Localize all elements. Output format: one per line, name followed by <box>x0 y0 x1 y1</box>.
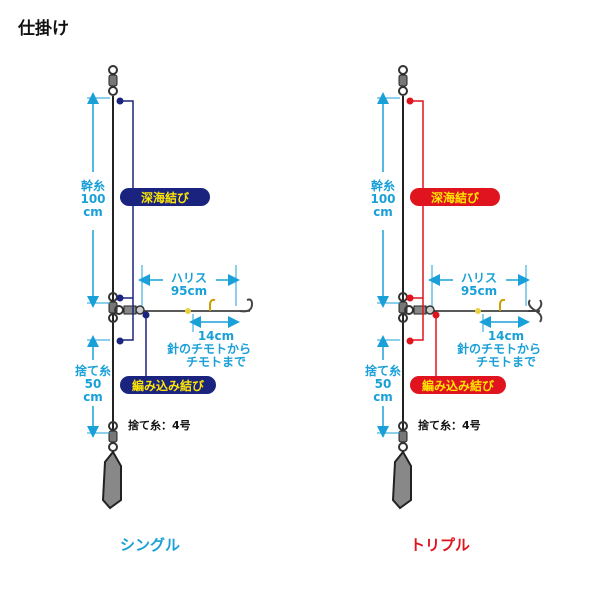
knot-bracket <box>120 100 134 341</box>
swivel-ring <box>108 442 118 452</box>
rig-caption: シングル <box>120 536 180 554</box>
swivel-barrel <box>398 430 408 443</box>
hook-spacing-label: 針のチモトから <box>457 341 541 356</box>
swivel-ring <box>398 313 408 323</box>
top-swivel-icon <box>398 65 408 96</box>
knot-branch-label: 編み込み結び <box>422 378 495 393</box>
swivel-barrel <box>398 74 408 87</box>
main-line-length-label: 幹糸 <box>371 178 395 193</box>
rig-triple: 深海結び編み込み結び幹糸100cm捨て糸50cmハリス95cm14cm針のチモト… <box>365 65 543 554</box>
swivel-ring <box>108 65 118 75</box>
branch-ring <box>135 305 145 315</box>
branch-ring <box>425 305 435 315</box>
swivel-barrel <box>108 430 118 443</box>
knot-dot <box>406 337 414 345</box>
knot-bracket <box>410 100 424 341</box>
upper-hook-icon <box>499 298 506 311</box>
rig-single: 深海結び編み込み結び幹糸100cm捨て糸50cmハリス95cm14cm針のチモト… <box>75 65 254 554</box>
hook-spacing-label: チモトまで <box>476 355 536 369</box>
rig-caption: トリプル <box>410 536 470 554</box>
snap-icon <box>101 450 122 510</box>
page-title: 仕掛け <box>18 19 69 39</box>
knot-top-badge <box>410 188 500 206</box>
bead <box>475 308 481 314</box>
knot-top-label: 深海結び <box>431 190 480 205</box>
hook-spacing-label: 14cm <box>488 329 524 343</box>
knot-dot <box>406 294 414 302</box>
hook-spacing-label: チモトまで <box>186 355 246 369</box>
knot-dot <box>116 337 124 345</box>
knot-dot <box>116 97 124 105</box>
branch-ring <box>404 305 414 315</box>
sute-length-label: cm <box>83 390 103 404</box>
knot-top-label: 深海結び <box>141 190 190 205</box>
sute-length-label: 50 <box>375 377 392 391</box>
knot-dot <box>406 97 414 105</box>
end-hook-icon <box>239 298 254 313</box>
sute-spec-label: 捨て糸：4号 <box>418 418 481 432</box>
branch-swivel-barrel <box>413 305 427 315</box>
upper-hook-icon <box>209 298 216 311</box>
harris-length: 95cm <box>461 284 497 298</box>
main-line-length-label: 幹糸 <box>81 178 105 193</box>
harris-length: 95cm <box>171 284 207 298</box>
top-swivel-icon <box>108 65 118 96</box>
sute-length-label: 捨て糸 <box>365 363 401 378</box>
main-line-length-label: 100 <box>80 192 105 206</box>
swivel-ring <box>398 65 408 75</box>
knot-branch-label: 編み込み結び <box>132 378 205 393</box>
swivel-ring <box>398 86 408 96</box>
sute-length-label: 捨て糸 <box>75 363 111 378</box>
swivel-ring <box>398 421 408 431</box>
harris-label: ハリス <box>461 271 497 285</box>
harris-label: ハリス <box>171 271 207 285</box>
swivel-ring <box>398 442 408 452</box>
main-line-length-label: cm <box>83 205 103 219</box>
swivel-ring <box>108 421 118 431</box>
hook-spacing-label: 14cm <box>198 329 234 343</box>
sute-length-label: cm <box>373 390 393 404</box>
swivel-ring <box>108 86 118 96</box>
sute-spec-label: 捨て糸：4号 <box>128 418 191 432</box>
knot-dot <box>116 294 124 302</box>
branch-ring <box>114 305 124 315</box>
triple-hook-icon <box>527 299 543 323</box>
main-line-length-label: cm <box>373 205 393 219</box>
swivel-ring <box>108 313 118 323</box>
knot-branch-badge <box>410 376 506 394</box>
snap-icon <box>391 450 412 510</box>
branch-swivel-barrel <box>123 305 137 315</box>
swivel-barrel <box>108 74 118 87</box>
knot-top-badge <box>120 188 210 206</box>
hook-spacing-label: 針のチモトから <box>167 341 251 356</box>
sute-length-label: 50 <box>85 377 102 391</box>
main-line-length-label: 100 <box>370 192 395 206</box>
bead <box>185 308 191 314</box>
knot-branch-badge <box>120 376 216 394</box>
